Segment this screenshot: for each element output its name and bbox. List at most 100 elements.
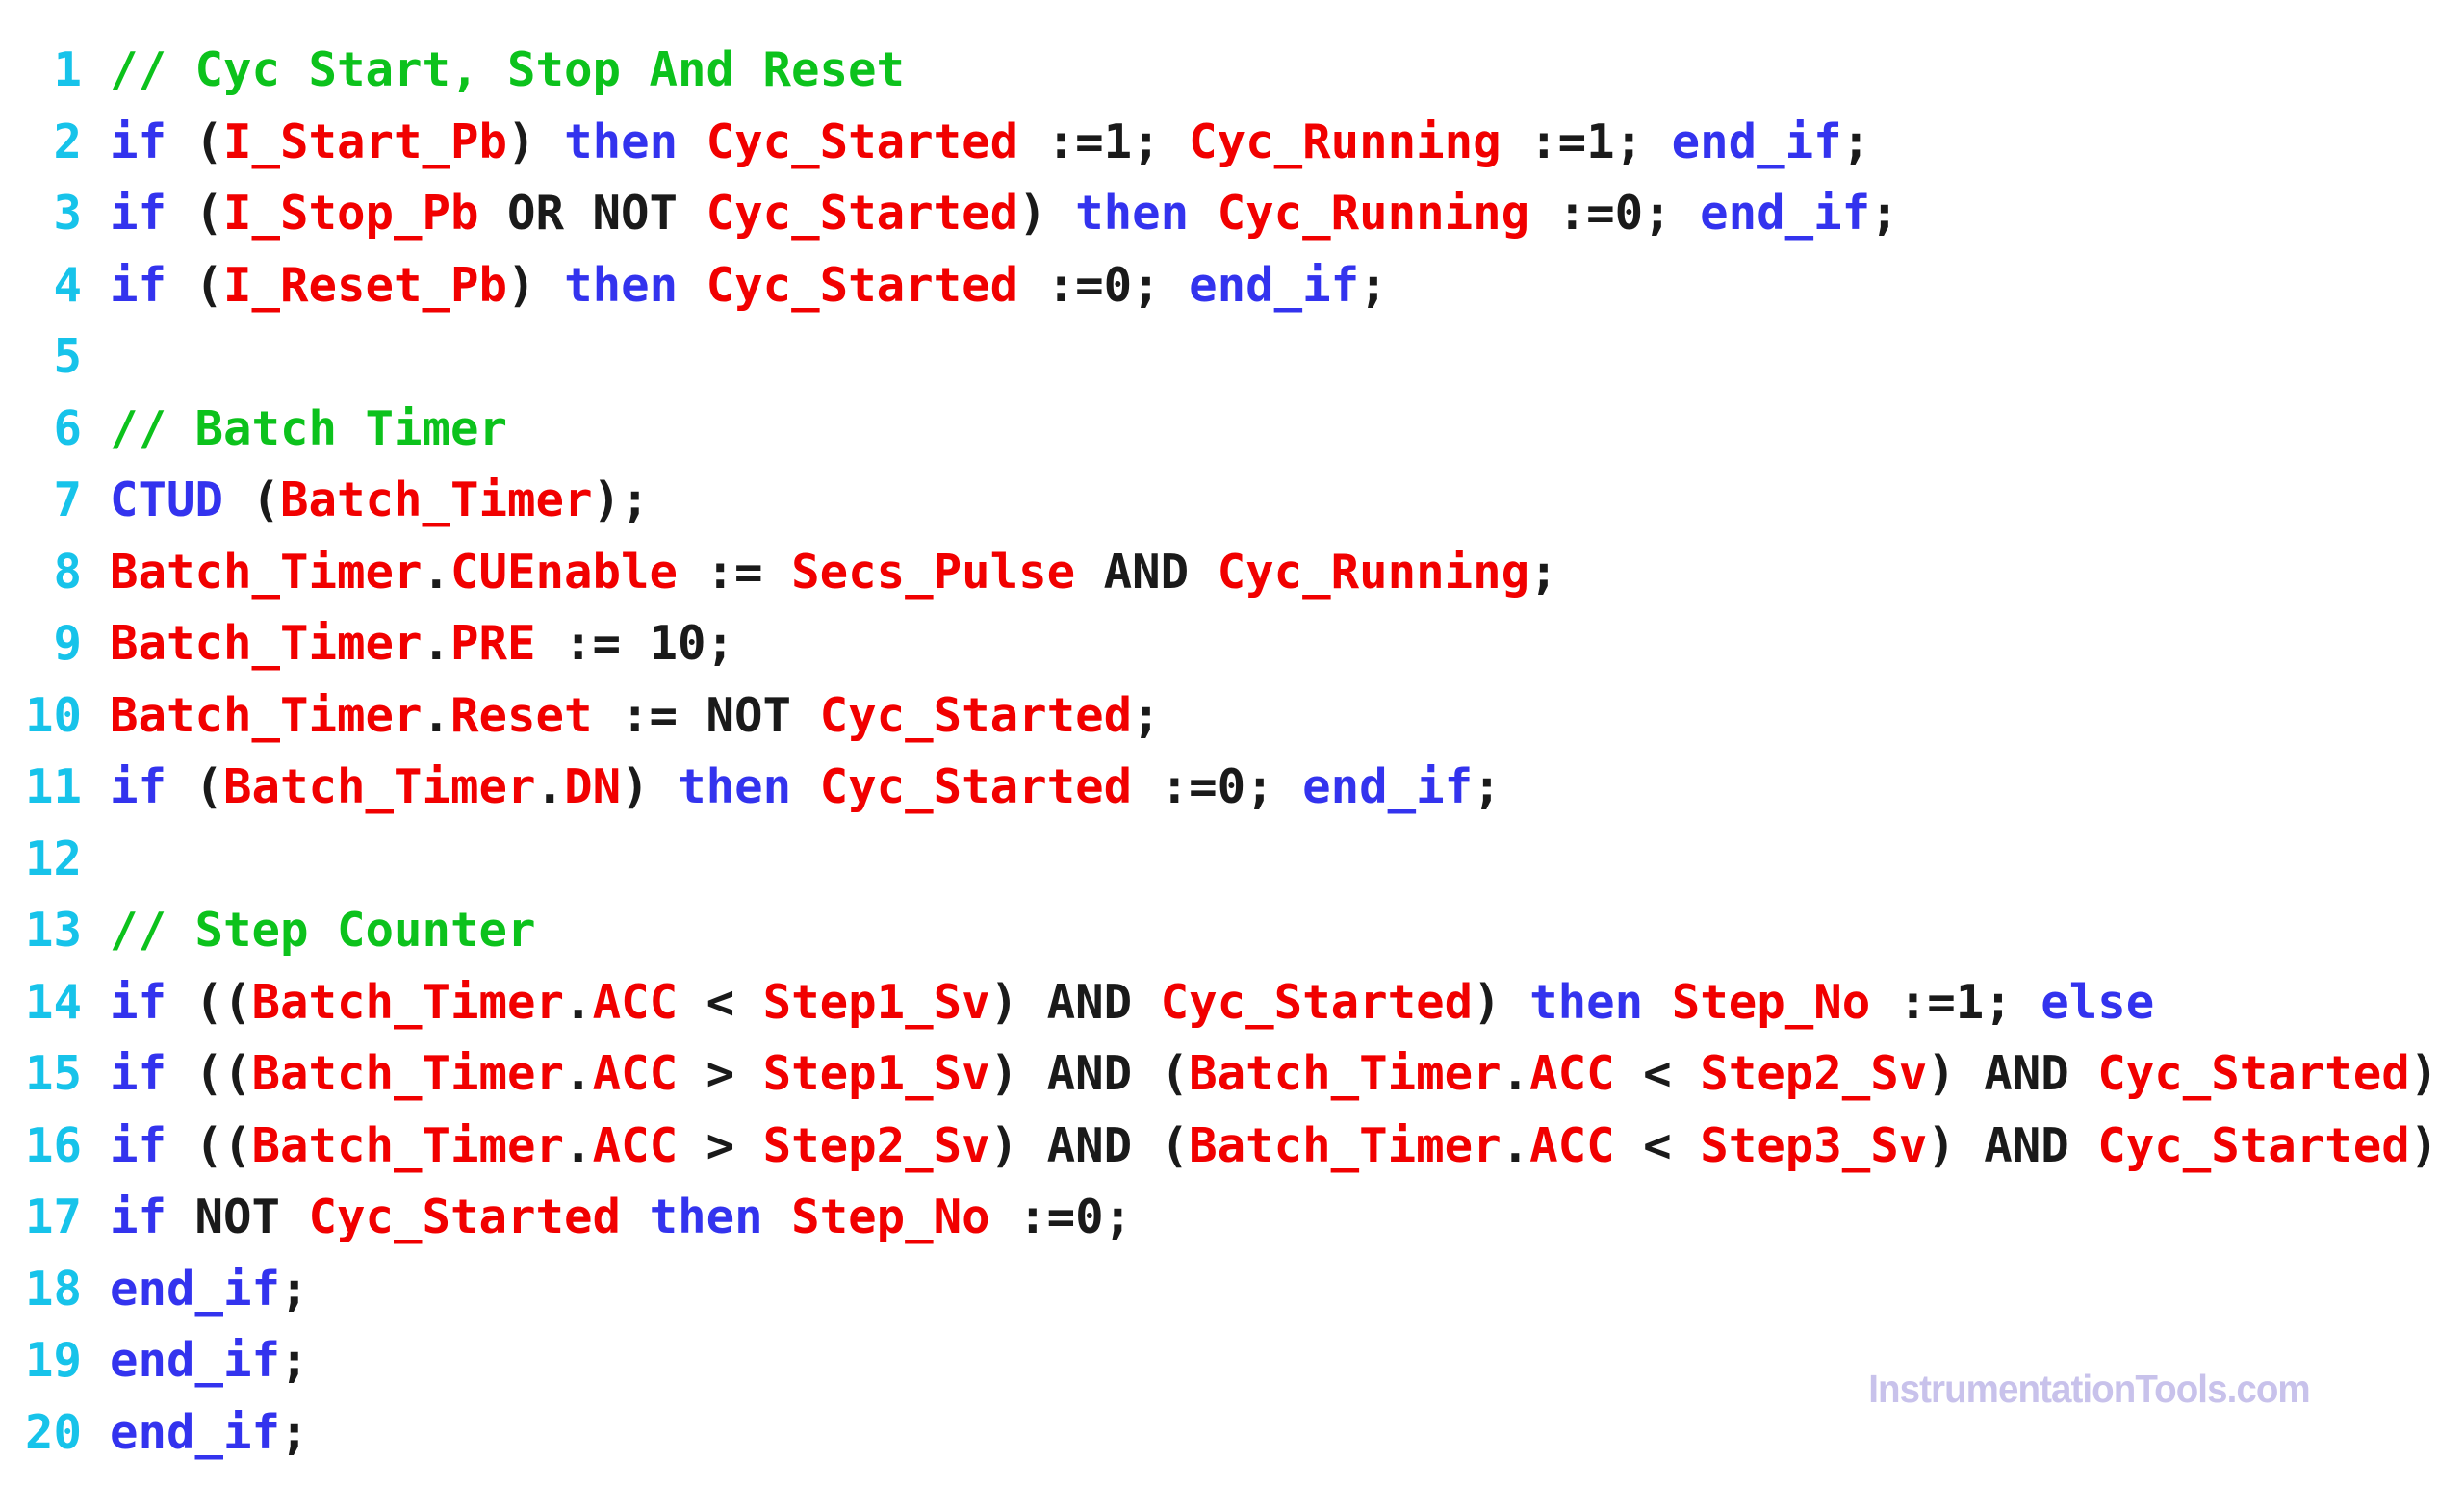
code-token-variable: ACC — [592, 974, 679, 1030]
code-token-variable: Cyc_Started — [308, 1190, 622, 1244]
code-token-keyword: then — [678, 759, 792, 814]
code-token-variable: ACC — [592, 1117, 679, 1173]
code-token-plain: . — [564, 974, 593, 1030]
code-token-variable: ACC — [1529, 1046, 1615, 1101]
code-token-keyword: then — [564, 114, 679, 169]
code-line-text: if (I_Start_Pb) then Cyc_Started :=1; Cy… — [110, 107, 1870, 179]
code-token-variable: Batch_Timer — [1189, 1117, 1502, 1173]
code-token-plain: ) — [2409, 1117, 2439, 1173]
code-line-text: if (I_Reset_Pb) then Cyc_Started :=0; en… — [110, 250, 1388, 322]
code-line: 6// Batch Timer — [0, 394, 2464, 466]
code-line-text: // Cyc Start, Stop And Reset — [110, 35, 905, 107]
code-token-plain: . — [422, 544, 451, 600]
code-token-plain: ) — [507, 114, 565, 169]
code-line-text: Batch_Timer.PRE := 10; — [110, 608, 734, 680]
code-token-variable: Batch_Timer — [110, 544, 423, 600]
code-token-keyword: end_if — [1700, 186, 1871, 241]
code-line-text: end_if; — [110, 1325, 309, 1397]
code-token-plain: ) — [1018, 186, 1076, 241]
code-line: 14 if ((Batch_Timer.ACC < Step1_Sv) AND C… — [0, 967, 2464, 1039]
code-token-variable: Batch_Timer — [110, 687, 423, 743]
code-token-variable: Batch_Timer — [251, 974, 565, 1030]
code-token-plain: :=1; — [1870, 974, 2041, 1030]
code-token-plain: ( — [167, 759, 224, 814]
line-number: 12 — [24, 831, 82, 886]
code-token-variable: Cyc_Started — [819, 687, 1133, 743]
code-token-comment: // Cyc Start, Stop And Reset — [110, 42, 906, 97]
code-token-variable: Step1_Sv — [762, 1046, 990, 1101]
code-token-plain: :=1; — [1018, 114, 1190, 169]
line-number: 13 — [24, 903, 82, 958]
code-token-plain: . — [422, 616, 451, 671]
code-token-plain: (( — [167, 1046, 252, 1101]
code-token-keyword: if — [110, 1117, 167, 1173]
line-number: 15 — [24, 1046, 82, 1101]
code-token-variable: Step3_Sv — [1700, 1117, 1928, 1173]
line-number: 7 — [53, 473, 82, 527]
code-line: 4 if (I_Reset_Pb) then Cyc_Started :=0; e… — [0, 250, 2464, 322]
code-token-variable: I_Reset_Pb — [223, 257, 508, 313]
code-line: 5 — [0, 321, 2464, 394]
line-number: 16 — [24, 1117, 82, 1173]
code-token-plain: ) — [507, 257, 565, 313]
code-line: 1// Cyc Start, Stop And Reset — [0, 35, 2464, 107]
code-token-plain: ) AND — [1927, 1046, 2098, 1101]
code-token-plain: := 10; — [535, 616, 735, 671]
code-token-plain: :=0; — [1132, 759, 1303, 814]
code-token-plain: ; — [1529, 544, 1558, 600]
code-token-plain: ) AND — [1927, 1117, 2098, 1173]
line-number: 11 — [24, 759, 82, 814]
code-token-variable: Batch_Timer — [110, 616, 423, 671]
code-token-plain: :=0; — [1529, 186, 1701, 241]
code-token-plain — [1189, 186, 1218, 241]
code-token-keyword: end_if — [110, 1333, 281, 1388]
code-token-plain: ; — [1132, 687, 1161, 743]
code-line-text: if NOT Cyc_Started then Step_No :=0; — [110, 1182, 1132, 1254]
line-number: 20 — [24, 1404, 82, 1460]
code-token-variable: Cyc_Running — [1189, 114, 1502, 169]
code-line-text: if ((Batch_Timer.ACC > Step2_Sv) AND (Ba… — [110, 1111, 2438, 1183]
code-token-plain: . — [535, 759, 565, 814]
code-token-plain: := — [678, 544, 792, 600]
code-token-variable: DN — [564, 759, 622, 814]
line-number: 8 — [53, 544, 82, 600]
code-token-plain: OR NOT — [478, 186, 706, 241]
code-token-plain: ) AND — [989, 974, 1161, 1030]
code-token-keyword: end_if — [1671, 114, 1842, 169]
code-token-plain: ) — [2409, 1046, 2439, 1101]
code-token-variable: I_Stop_Pb — [223, 186, 479, 241]
code-token-variable: Cyc_Started — [706, 114, 1019, 169]
watermark-text: InstrumentationTools.com — [1868, 1367, 2311, 1411]
code-token-variable: Cyc_Running — [1217, 544, 1530, 600]
code-token-variable: Step2_Sv — [1700, 1046, 1928, 1101]
code-token-plain: . — [1501, 1117, 1530, 1173]
code-line: 13// Step Counter — [0, 895, 2464, 967]
code-token-variable: Reset — [450, 687, 593, 743]
code-line-text: if ((Batch_Timer.ACC < Step1_Sv) AND Cyc… — [110, 967, 2154, 1039]
line-number: 14 — [24, 974, 82, 1030]
code-line-text: end_if; — [110, 1397, 309, 1470]
code-token-plain: ; — [280, 1261, 309, 1317]
code-token-plain: :=0; — [1018, 257, 1190, 313]
code-token-plain: < — [1614, 1117, 1701, 1173]
code-token-variable: Step_No — [791, 1190, 990, 1244]
code-token-plain — [791, 759, 820, 814]
code-token-plain — [678, 115, 706, 169]
code-token-keyword: else — [2040, 974, 2155, 1030]
code-token-keyword: if — [110, 114, 167, 169]
code-token-variable: PRE — [450, 616, 536, 671]
code-token-plain: ) — [1473, 974, 1530, 1030]
code-token-plain: ; — [1870, 186, 1899, 241]
code-token-keyword: if — [110, 1046, 167, 1101]
code-token-plain — [1643, 975, 1672, 1030]
line-number: 4 — [53, 257, 82, 313]
code-token-plain: ; — [1841, 114, 1871, 169]
